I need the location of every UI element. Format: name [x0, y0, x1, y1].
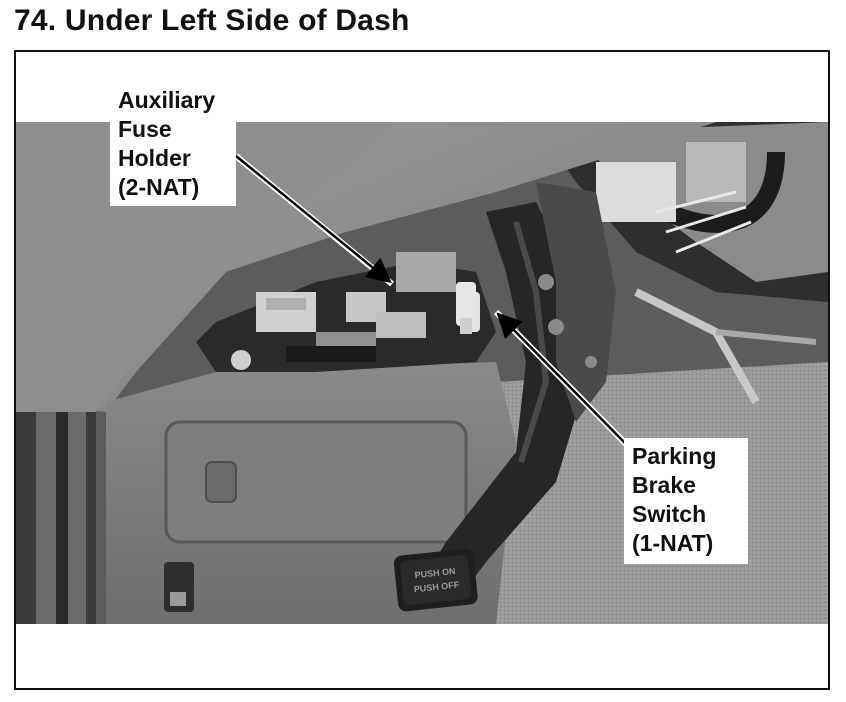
callout-line: Parking: [632, 443, 717, 469]
callout-line: (2-NAT): [118, 174, 200, 200]
pedal-label-push-off: PUSH OFF: [413, 580, 460, 595]
callout-line: Fuse: [118, 116, 172, 142]
callout-parking-brake-switch: Parking Brake Switch (1-NAT): [624, 438, 748, 564]
callout-line: Auxiliary: [118, 87, 216, 113]
callout-line: (1-NAT): [632, 530, 714, 556]
callout-auxiliary-fuse-holder: Auxiliary Fuse Holder (2-NAT): [110, 82, 236, 206]
callout-line: Switch: [632, 501, 707, 527]
callout-line: Holder: [118, 145, 191, 171]
figure-frame: PUSH ON PUSH OFF Auxiliary Fuse Holder (…: [14, 50, 830, 690]
pedal-label-push-on: PUSH ON: [414, 566, 456, 580]
page-title: 74. Under Left Side of Dash: [14, 4, 410, 37]
callout-line: Brake: [632, 472, 696, 498]
dashboard-photo: PUSH ON PUSH OFF: [16, 122, 828, 624]
